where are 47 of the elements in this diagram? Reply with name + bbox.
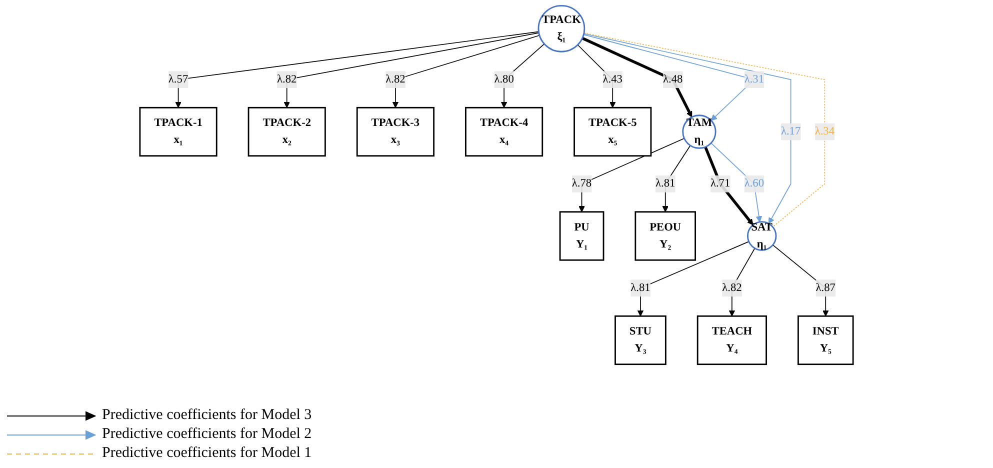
node-box: TPACK-1 x₁ <box>139 106 218 157</box>
edge-label: λ.17 <box>780 125 801 138</box>
arrow <box>578 138 685 212</box>
legend-text: Predictive coefficients for Model 3 <box>102 407 312 424</box>
node-box: STU Y₃ <box>614 315 666 366</box>
edge-label: λ.87 <box>816 282 836 294</box>
edge-label: λ.81 <box>630 282 650 294</box>
edge-label: λ.82 <box>277 73 297 86</box>
edge-label: λ.34 <box>814 125 835 138</box>
edge-label: λ.81 <box>656 177 676 190</box>
edge-label: λ.31 <box>744 73 764 86</box>
arrow <box>704 146 754 226</box>
edge-label: λ.80 <box>494 73 514 86</box>
edge-label: λ.82 <box>722 282 742 294</box>
node-box: TPACK-2 x₂ <box>248 106 326 157</box>
node-box: TEACH Y₄ <box>696 315 768 366</box>
legend-text: Predictive coefficients for Model 2 <box>102 426 312 443</box>
arrow <box>583 33 792 224</box>
arrow <box>392 34 540 108</box>
arrow <box>500 43 545 108</box>
arrow <box>728 248 756 316</box>
edge-label: λ.57 <box>168 73 188 86</box>
arrow <box>710 142 762 222</box>
arrow <box>577 44 616 108</box>
node-box: TPACK-3 x₃ <box>356 106 434 157</box>
node-box: INST Y₅ <box>798 315 854 366</box>
node-box: PEOU Y₂ <box>634 211 696 261</box>
edge-label: λ.82 <box>386 73 406 86</box>
arrow <box>637 241 750 316</box>
edge-label: λ.78 <box>572 177 592 190</box>
edge-label: λ.60 <box>744 177 764 190</box>
arrow <box>772 244 829 316</box>
connector <box>584 32 826 228</box>
edge-label: λ.43 <box>602 73 622 86</box>
node-box: TPACK-5 x₅ <box>574 106 652 157</box>
arrow <box>662 145 691 212</box>
node-circle: SAT η₁ <box>747 221 777 251</box>
arrow <box>582 36 692 118</box>
edge-label: λ.71 <box>710 177 730 190</box>
node-box: PU Y₁ <box>559 211 604 261</box>
arrow <box>284 32 540 108</box>
node-circle: TAM η₁ <box>682 114 716 149</box>
legend-text: Predictive coefficients for Model 1 <box>102 445 312 462</box>
arrow <box>175 31 540 108</box>
node-circle: TPACK ξ₁ <box>538 4 586 52</box>
edge-label: λ.48 <box>663 73 683 86</box>
node-box: TPACK-4 x₄ <box>464 106 544 157</box>
